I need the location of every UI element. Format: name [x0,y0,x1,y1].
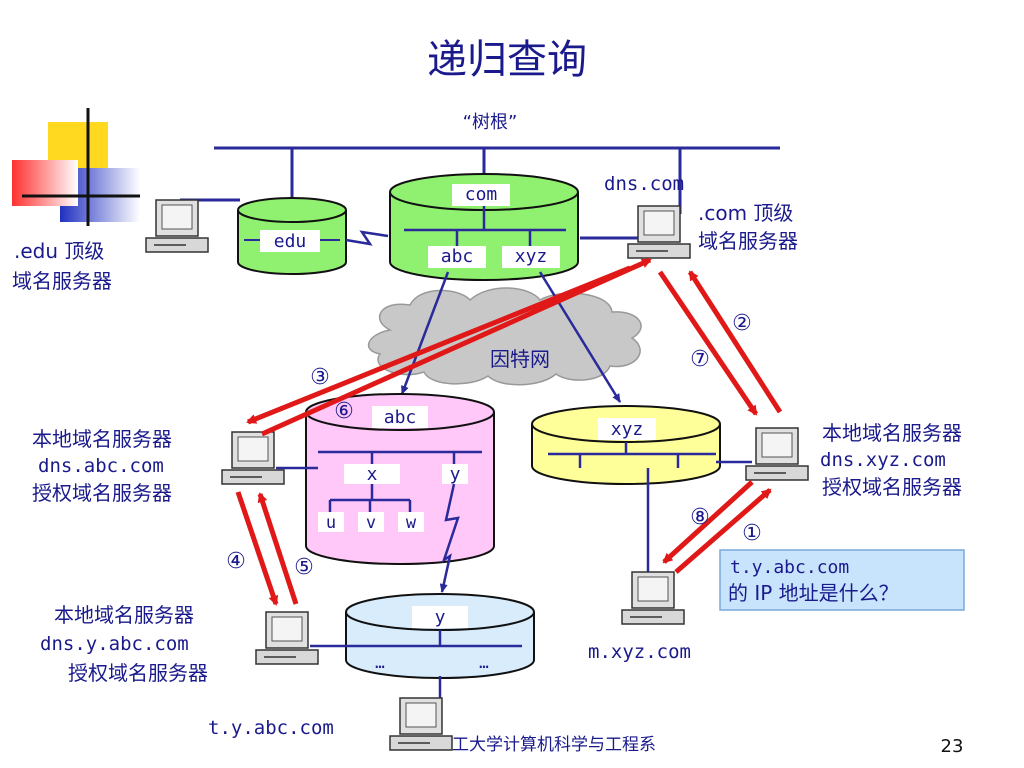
abc-label: abc [384,407,417,428]
x-label: x [367,464,378,485]
w-label: w [406,513,417,533]
footer-text: 工大学计算机科学与工程系 [452,735,656,755]
y-sub-label: y [450,464,461,485]
t-y-abc-hostname: t.y.abc.com [208,717,334,739]
y-local-label: 本地域名服务器 [54,603,194,627]
com-server-cylinder [389,173,579,281]
computer-icon-dns-y-abc [255,611,319,665]
arrow-step-4 [235,491,279,606]
edu-com-link [345,230,389,246]
step-5-label: ⑤ [294,555,314,580]
abc-local-label: 本地域名服务器 [32,427,172,451]
abc-hostname: dns.abc.com [38,455,164,477]
xyz-local-label: 本地域名服务器 [822,421,962,445]
internet-label: 因特网 [490,347,550,371]
edu-label: edu [274,231,307,252]
com-xyz-label: xyz [515,246,548,267]
abc-server-cylinder [305,393,495,593]
step-6-label: ⑥ [334,399,354,424]
root-backbone [180,146,780,240]
edu-top-level-line1: .edu 顶级 [14,239,104,263]
y-dots-right: … [479,653,489,672]
com-abc-label: abc [441,246,474,267]
y-auth-label: 授权域名服务器 [68,661,208,685]
computer-icon-t-y-abc [389,697,453,751]
com-top-level-line2: 域名服务器 [698,229,798,253]
xyz-auth-label: 授权域名服务器 [822,475,962,499]
arrow-step-8 [662,480,754,564]
root-label: “树根” [463,112,518,133]
com-label: com [465,184,498,205]
u-label: u [326,513,336,533]
arrow-step-7 [657,270,759,416]
arrow-step-1 [674,488,772,574]
abc-auth-label: 授权域名服务器 [32,481,172,505]
step-3-label: ③ [310,365,330,390]
xyz-label: xyz [611,419,644,440]
page-number: 23 [941,736,964,757]
query-box [719,549,965,611]
computer-icon-dns-xyz [745,427,809,481]
v-label: v [366,513,376,533]
com-top-level-line1: .com 顶级 [698,201,793,225]
y-label: y [435,607,446,628]
computer-icon-m-xyz [621,571,685,625]
step-8-label: ⑧ [690,505,710,530]
xyz-server-cylinder [531,405,752,580]
edu-server-cylinder [237,197,347,275]
internet-cloud [367,287,642,386]
step-7-label: ⑦ [690,347,710,372]
computer-icon-dns-com [627,205,691,259]
arrow-step-2 [687,270,783,414]
com-to-xyz-link [538,271,622,403]
y-server-cylinder [310,593,535,700]
arrow-step-5 [257,492,299,605]
edu-top-level-line2: 域名服务器 [12,269,112,293]
xyz-hostname: dns.xyz.com [820,449,946,471]
dns-com-hostname: dns.com [604,173,684,195]
arrow-step-6 [260,257,652,437]
page-title: 递归查询 [427,37,587,83]
computer-icon-edu [145,199,209,253]
y-dots-left: … [375,653,385,672]
y-hostname: dns.y.abc.com [40,633,189,655]
corner-decoration [12,108,140,226]
query-box-question: 的 IP 地址是什么？ [728,581,899,605]
arrow-step-3 [246,265,631,425]
m-xyz-hostname: m.xyz.com [588,641,691,663]
step-1-label: ① [742,521,762,546]
step-2-label: ② [732,311,752,336]
step-4-label: ④ [226,549,246,574]
query-box-host: t.y.abc.com [730,557,849,578]
computer-icon-dns-abc [221,431,285,485]
com-to-abc-link [400,271,450,395]
query-arrows [235,257,783,606]
